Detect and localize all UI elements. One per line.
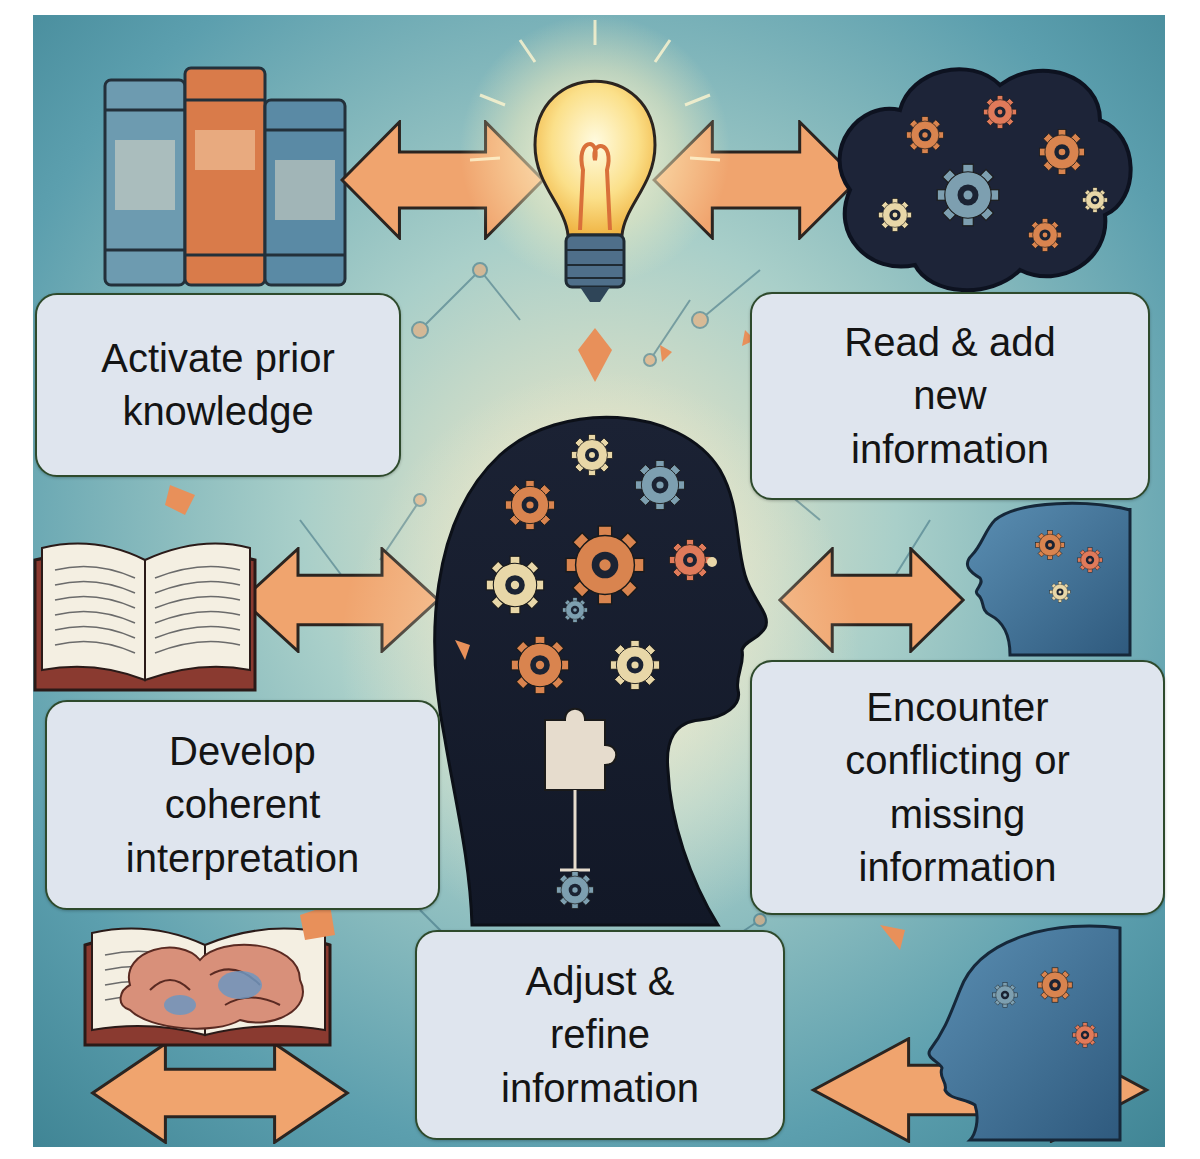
gear-cloud-part	[1039, 129, 1084, 174]
process-box: Read & add new information	[750, 292, 1150, 500]
bottom-face-part	[929, 926, 1120, 1140]
light-bulb-part	[566, 235, 624, 287]
central-head-part	[545, 709, 616, 790]
gear-cloud-part	[937, 164, 999, 226]
central-head-part	[557, 872, 594, 909]
scattered-bits-part	[880, 925, 905, 950]
network-lines-part-part	[412, 322, 428, 338]
bottom-face-part	[1073, 1023, 1098, 1048]
book-stack-part	[115, 140, 175, 210]
light-bulb-part	[566, 250, 624, 278]
network-lines-part-part	[754, 914, 766, 926]
bottom-face-part	[1038, 968, 1072, 1002]
central-head-part	[572, 435, 613, 476]
brain-book-part	[121, 945, 303, 1029]
small-head-part	[1036, 531, 1065, 560]
scattered-bits-part	[660, 345, 672, 362]
book-stack-part	[275, 160, 335, 220]
book-stack-part	[265, 100, 345, 285]
network-lines-part-part	[644, 354, 656, 366]
light-bulb	[460, 15, 730, 302]
central-head-part	[560, 790, 590, 870]
box-label: Adjust & refine information	[470, 955, 730, 1115]
central-head-part	[486, 556, 543, 613]
gear-cloud-part	[840, 69, 1131, 290]
light-bulb-part	[580, 144, 610, 230]
bottom-face-part	[993, 983, 1018, 1008]
central-head-part	[707, 557, 717, 567]
network-lines-part-part	[692, 312, 708, 328]
gear-cloud-part	[1029, 219, 1062, 252]
brain-book	[85, 929, 330, 1045]
book-stack-part	[105, 100, 345, 255]
central-head-part	[563, 598, 588, 623]
central-head-part	[435, 417, 767, 925]
central-head-part	[505, 480, 554, 529]
box-label: Encounter conflicting or missing informa…	[808, 681, 1108, 894]
gear-cloud-part	[984, 96, 1017, 129]
light-bulb-part	[580, 287, 610, 302]
small-head-part	[1078, 548, 1103, 573]
scattered-bits-part	[165, 485, 195, 515]
central-head-part	[635, 460, 684, 509]
process-box: Adjust & refine information	[415, 930, 785, 1140]
box-label: Develop coherent interpretation	[93, 725, 393, 885]
gear-cloud-part	[907, 117, 944, 154]
central-head-part	[610, 640, 659, 689]
process-box: Develop coherent interpretation	[45, 700, 440, 910]
background-panel	[33, 15, 1165, 1147]
gear-cloud-part	[879, 199, 912, 232]
small-head-part	[967, 503, 1130, 655]
bottom-face	[929, 926, 1120, 1140]
process-box: Activate prior knowledge	[35, 293, 401, 477]
box-label: Read & add new information	[820, 316, 1080, 476]
book-stack	[105, 68, 345, 285]
central-head-part	[511, 636, 568, 693]
gear-cloud-part	[1083, 188, 1108, 213]
gear-cloud	[840, 69, 1131, 290]
process-box: Encounter conflicting or missing informa…	[750, 660, 1165, 915]
brain-book-part	[218, 971, 262, 999]
network-lines-part-part	[473, 263, 487, 277]
double-arrows-part	[93, 1044, 348, 1143]
scattered-bits-part	[300, 905, 335, 940]
small-head-part	[1050, 582, 1071, 603]
book-stack-part	[195, 130, 255, 170]
brain-book-part	[164, 995, 196, 1015]
open-book-part	[55, 566, 240, 653]
small-head	[967, 503, 1130, 655]
open-book	[35, 544, 255, 690]
central-head-part	[670, 540, 711, 581]
box-label: Activate prior knowledge	[58, 332, 378, 438]
central-head-part	[566, 526, 644, 604]
scattered-bits-part	[455, 640, 470, 660]
light-bulb-part	[535, 81, 655, 235]
